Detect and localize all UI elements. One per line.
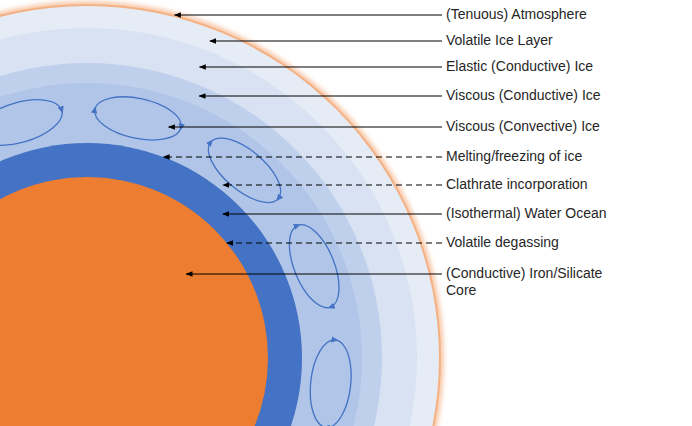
atmosphere-glow <box>0 1 444 426</box>
layer-label: (Isothermal) Water Ocean <box>446 205 607 222</box>
convection-cell <box>0 91 67 154</box>
layer-label: (Conductive) Iron/Silicate Core <box>446 265 631 299</box>
layer-label: (Tenuous) Atmosphere <box>446 6 587 23</box>
elastic-ice-layer <box>0 28 417 426</box>
convection-cell <box>279 218 349 315</box>
layer-label: Elastic (Conductive) Ice <box>446 58 593 75</box>
dashed-leader-line <box>163 157 442 158</box>
leader-line <box>169 127 442 128</box>
layer-label: Viscous (Conductive) Ice <box>446 87 601 104</box>
convection-cell <box>91 90 185 147</box>
layer-label: Viscous (Convective) Ice <box>446 118 600 135</box>
atmosphere-layer <box>0 4 441 426</box>
convection-cell <box>198 127 291 214</box>
layer-label: Volatile Ice Layer <box>446 32 553 49</box>
leader-line <box>199 96 442 97</box>
volatile-ice-layer <box>0 6 439 426</box>
layer-label: Melting/freezing of ice <box>446 148 582 165</box>
viscous-convective-ice-layer <box>0 83 362 426</box>
viscous-conductive-ice-layer <box>0 63 382 426</box>
dashed-leader-line <box>227 243 442 244</box>
convection-cell <box>306 338 355 426</box>
dashed-leader-line <box>223 185 442 186</box>
leader-line <box>210 41 442 42</box>
leader-line <box>186 274 442 275</box>
leader-line <box>175 15 442 16</box>
leader-line <box>200 67 443 68</box>
layer-label: Clathrate incorporation <box>446 176 588 193</box>
layer-label: Volatile degassing <box>446 234 559 251</box>
leader-line <box>223 214 442 215</box>
